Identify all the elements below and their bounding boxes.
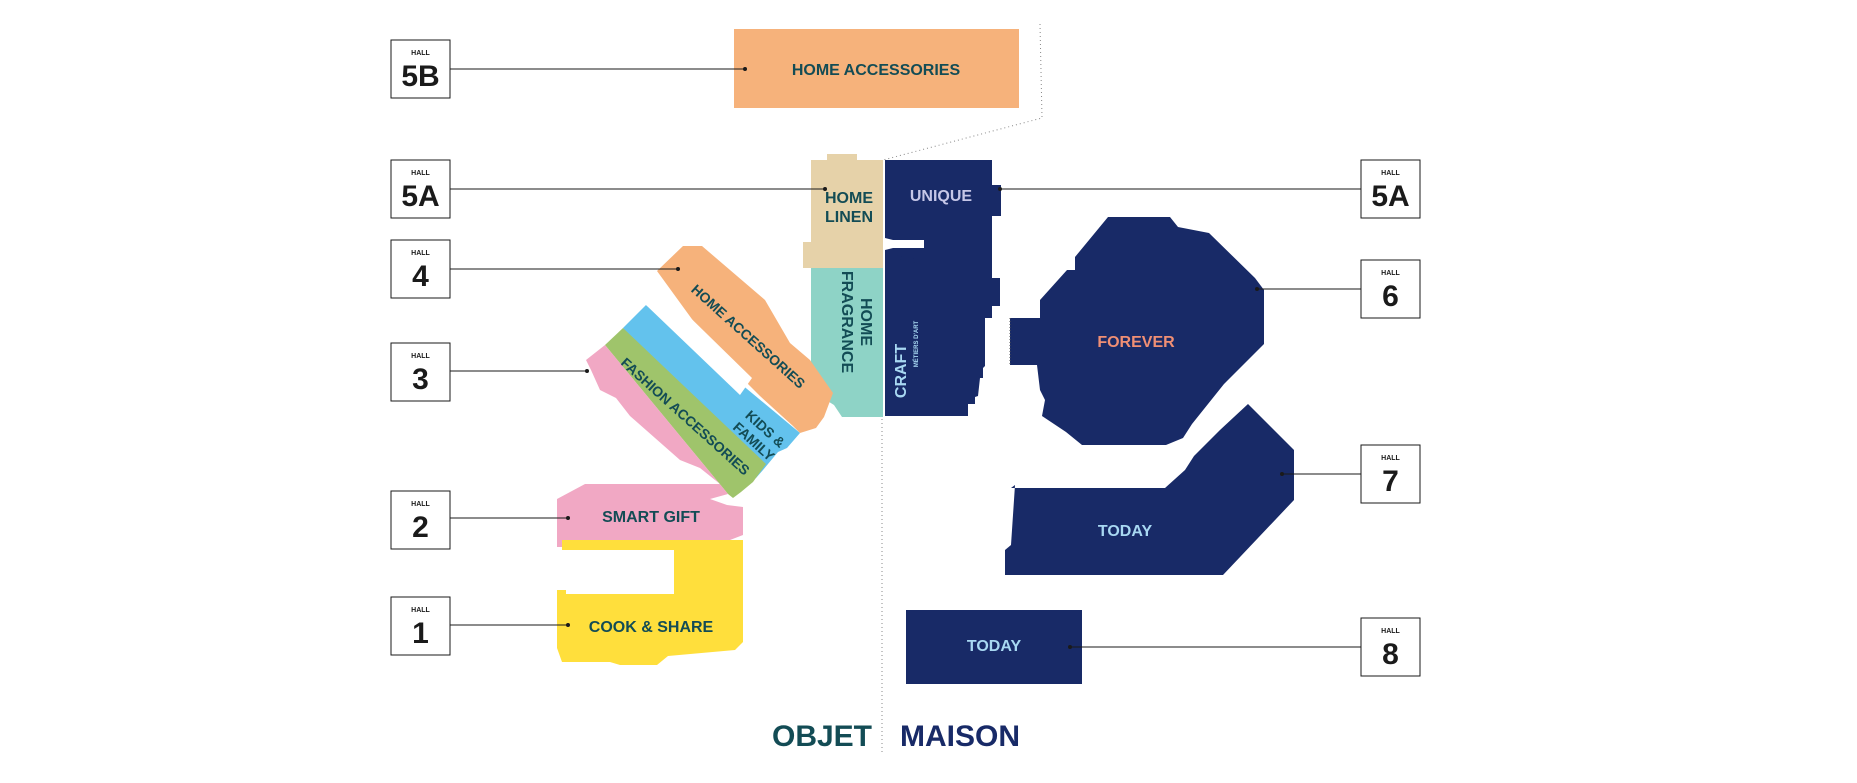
zone-forever[interactable]: FOREVER	[1009, 217, 1264, 445]
zone-label-line2: LINEN	[825, 209, 873, 226]
hall-box-5a-right: HALL 5A	[1360, 159, 1421, 219]
zone-label: TODAY	[1098, 523, 1153, 540]
hall-box-5b: HALL 5B	[390, 39, 451, 99]
hall-word: HALL	[411, 250, 430, 257]
hall-word: HALL	[411, 353, 430, 360]
hall-number: 1	[412, 617, 429, 650]
hall-number: 2	[412, 511, 429, 544]
hall-box-1: HALL 1	[390, 596, 451, 656]
zone-label-line2: FRAGRANCE	[838, 271, 855, 374]
zone-home-fragrance[interactable]: HOME FRAGRANCE	[811, 268, 883, 417]
zone-home-linen[interactable]: HOME LINEN	[803, 154, 883, 268]
zone-label: HOME ACCESSORIES	[792, 62, 961, 79]
zone-home-accessories-5b[interactable]: HOME ACCESSORIES	[734, 29, 1019, 108]
zone-today-7[interactable]: TODAY	[1005, 404, 1294, 575]
hall-box-6: HALL 6	[1360, 259, 1421, 319]
zone-cook-share[interactable]: COOK & SHARE	[557, 540, 743, 665]
hall-word: HALL	[411, 170, 430, 177]
hall-number: 5B	[401, 60, 439, 93]
hall-word: HALL	[411, 501, 430, 508]
hall-word: HALL	[1381, 270, 1400, 277]
hall-number: 3	[412, 363, 429, 396]
zone-label: FOREVER	[1097, 334, 1175, 351]
hall-box-4: HALL 4	[390, 239, 451, 299]
zone-label: SMART GIFT	[602, 509, 700, 526]
hall-word: HALL	[1381, 455, 1400, 462]
brand-maison: MAISON	[900, 720, 1020, 753]
zone-label: UNIQUE	[910, 188, 973, 205]
zone-label: COOK & SHARE	[589, 619, 714, 636]
hall-box-8: HALL 8	[1360, 617, 1421, 677]
divider-lines	[881, 23, 1043, 755]
hall-box-2: HALL 2	[390, 490, 451, 550]
hall-number: 5A	[1371, 180, 1409, 213]
zone-today-8[interactable]: TODAY	[906, 610, 1082, 684]
hall-number: 6	[1382, 280, 1399, 313]
leader-lines	[450, 67, 1361, 649]
hall-box-3: HALL 3	[390, 342, 451, 402]
zone-label-line1: HOME	[857, 298, 874, 346]
zone-smart-gift-and-pink[interactable]: SMART GIFT	[557, 345, 743, 547]
hall-number: 4	[412, 260, 429, 293]
zone-label: TODAY	[967, 638, 1022, 655]
hall-number: 7	[1382, 465, 1399, 498]
zone-label: CRAFT	[893, 344, 910, 398]
hall-box-5a-left: HALL 5A	[390, 159, 451, 219]
brand-objet: OBJET	[772, 720, 872, 753]
hall-word: HALL	[411, 607, 430, 614]
zone-craft[interactable]: CRAFT MÉTIERS D'ART	[885, 320, 920, 416]
hall-number: 5A	[401, 180, 439, 213]
hall-word: HALL	[411, 50, 430, 57]
zone-label-line1: HOME	[825, 190, 873, 207]
hall-box-7: HALL 7	[1360, 444, 1421, 504]
hall-word: HALL	[1381, 628, 1400, 635]
zone-label-small: MÉTIERS D'ART	[912, 320, 920, 367]
hall-number: 8	[1382, 638, 1399, 671]
hall-word: HALL	[1381, 170, 1400, 177]
